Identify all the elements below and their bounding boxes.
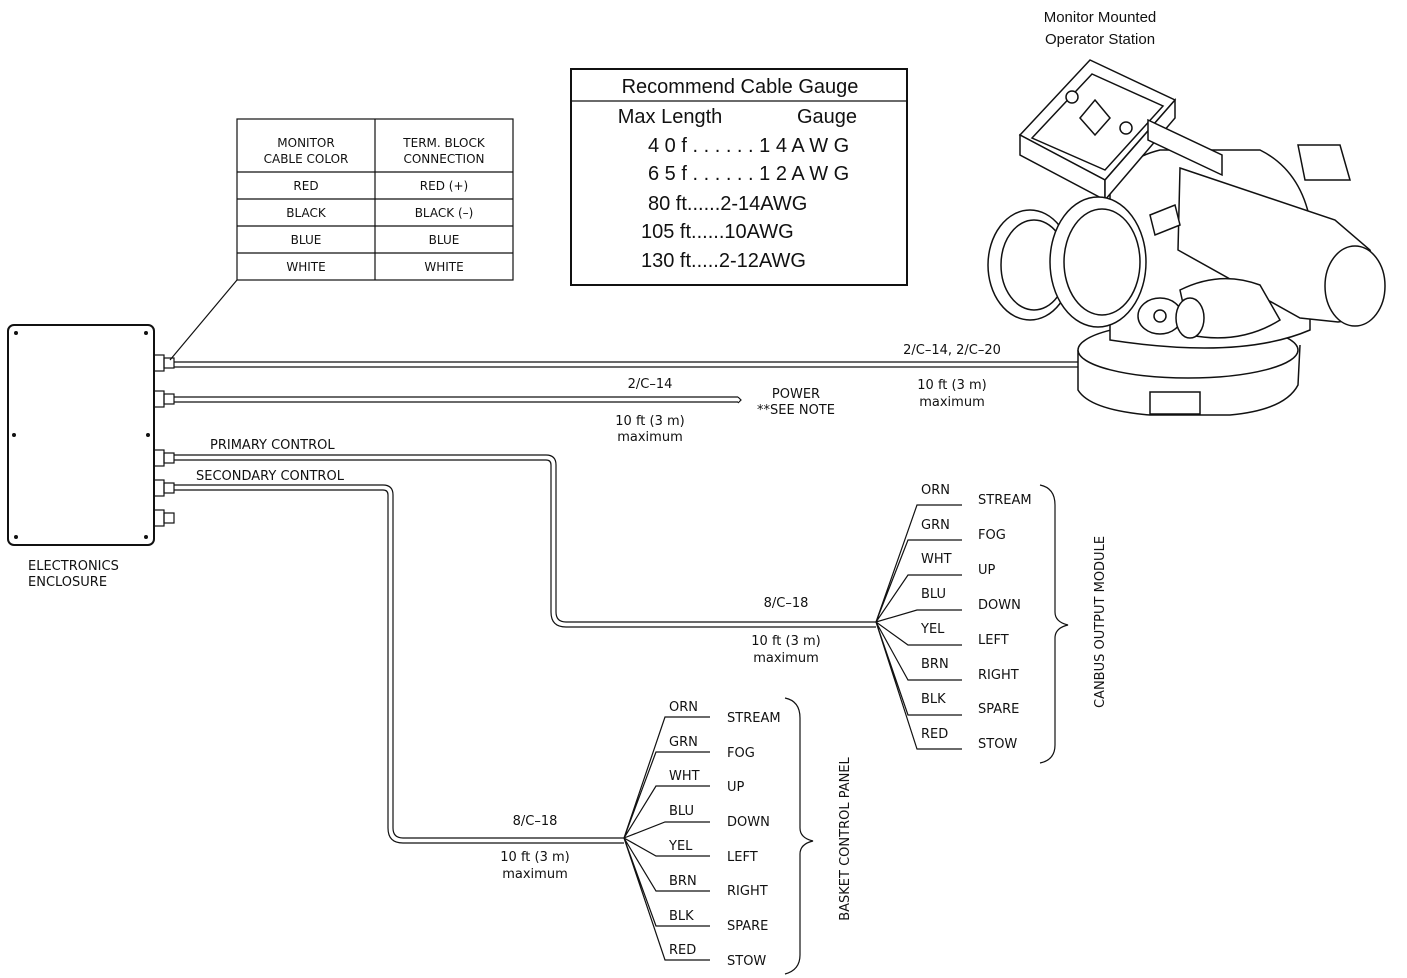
canbus-wire-color: BRN [921, 657, 949, 672]
monitor-illustration [987, 59, 1386, 416]
color-cell: BLUE [429, 233, 460, 247]
basket-wire-func: UP [727, 780, 745, 795]
canbus-wire-func: STREAM [978, 493, 1032, 508]
color-head-right: TERM. BLOCK [402, 136, 486, 150]
monitor-cable-spec: 2/C–14, 2/C–20 [903, 343, 1001, 358]
canbus-max: maximum [753, 651, 819, 666]
monitor-cable-max: maximum [919, 395, 985, 410]
power-cable-max: maximum [617, 430, 683, 445]
basket-spec: 8/C–18 [513, 814, 558, 829]
monitor-cable [174, 361, 1078, 368]
color-cell: BLACK (–) [415, 206, 474, 220]
basket-wire-color: GRN [669, 735, 698, 750]
gauge-col-gauge: Gauge [797, 106, 857, 128]
canbus-length: 10 ft (3 m) [751, 634, 820, 649]
gauge-table-title: Recommend Cable Gauge [622, 76, 859, 98]
secondary-control-cable [174, 484, 624, 844]
basket-wire-color: RED [669, 943, 696, 958]
canbus-wire-func: SPARE [978, 702, 1019, 717]
primary-control-label: PRIMARY CONTROL [210, 438, 335, 453]
gauge-col-length: Max Length [618, 106, 723, 128]
power-label: POWER [772, 387, 820, 402]
secondary-control-label: SECONDARY CONTROL [196, 469, 345, 484]
gauge-row: 105 ft......10AWG [641, 221, 794, 243]
power-cable-spec: 2/C–14 [628, 377, 673, 392]
gauge-row: 80 ft......2-14AWG [648, 193, 807, 215]
canbus-wire-color: RED [921, 727, 948, 742]
gauge-row: 130 ft.....2-12AWG [641, 250, 806, 272]
canbus-wire-func: FOG [978, 528, 1006, 543]
color-cell: RED (+) [420, 179, 468, 193]
primary-control-cable [174, 454, 876, 628]
basket-wire-func: STREAM [727, 711, 781, 726]
color-head-left: CABLE COLOR [264, 152, 349, 166]
canbus-wire-color: BLU [921, 587, 946, 602]
color-cell: WHITE [424, 260, 463, 274]
basket-wire-func: RIGHT [727, 884, 768, 899]
canbus-wire-color: YEL [920, 622, 945, 637]
basket-length: 10 ft (3 m) [500, 850, 569, 865]
enclosure-label-2: ENCLOSURE [28, 575, 107, 590]
color-head-right: CONNECTION [403, 152, 484, 166]
power-cable-length: 10 ft (3 m) [615, 414, 684, 429]
canbus-breakout [875, 484, 1069, 764]
canbus-wire-func: LEFT [978, 633, 1009, 648]
color-cell: WHITE [286, 260, 325, 274]
basket-wire-color: BLK [669, 909, 694, 924]
canbus-wire-func: RIGHT [978, 668, 1019, 683]
monitor-station-label-1: Monitor Mounted [1044, 9, 1157, 26]
electronics-enclosure [7, 324, 175, 546]
canbus-wire-color: BLK [921, 692, 946, 707]
canbus-wire-func: DOWN [978, 598, 1021, 613]
basket-wire-color: BRN [669, 874, 697, 889]
basket-wire-color: ORN [669, 700, 698, 715]
basket-wire-func: FOG [727, 746, 755, 761]
gauge-row: 4 0 f . . . . . . 1 4 A W G [648, 135, 849, 157]
power-note: **SEE NOTE [757, 403, 835, 418]
gauge-row: 6 5 f . . . . . . 1 2 A W G [648, 163, 849, 185]
power-cable [174, 396, 742, 404]
basket-breakout [623, 697, 814, 975]
color-table: MONITOR CABLE COLOR TERM. BLOCK CONNECTI… [236, 118, 514, 281]
canbus-wire-color: WHT [921, 552, 952, 567]
basket-max: maximum [502, 867, 568, 882]
canbus-wire-func: STOW [978, 737, 1017, 752]
table-leader-line [169, 279, 238, 361]
color-cell: RED [293, 179, 318, 193]
monitor-cable-length: 10 ft (3 m) [917, 378, 986, 393]
basket-wire-color: YEL [668, 839, 693, 854]
basket-wire-color: WHT [669, 769, 700, 784]
canbus-wire-func: UP [978, 563, 996, 578]
basket-wire-color: BLU [669, 804, 694, 819]
color-head-left: MONITOR [277, 136, 334, 150]
basket-wire-func: LEFT [727, 850, 758, 865]
canbus-wire-color: ORN [921, 483, 950, 498]
monitor-station-label-2: Operator Station [1045, 31, 1155, 48]
basket-wire-func: STOW [727, 954, 766, 969]
gauge-table: Recommend Cable Gauge Max Length Gauge 4… [570, 68, 908, 286]
basket-wire-func: SPARE [727, 919, 768, 934]
canbus-wire-color: GRN [921, 518, 950, 533]
color-cell: BLACK [286, 206, 327, 220]
color-cell: BLUE [291, 233, 322, 247]
basket-wire-func: DOWN [727, 815, 770, 830]
canbus-module-label: CANBUS OUTPUT MODULE [1093, 536, 1108, 708]
basket-module-label: BASKET CONTROL PANEL [838, 756, 853, 920]
enclosure-label-1: ELECTRONICS [28, 559, 119, 574]
canbus-spec: 8/C–18 [764, 596, 809, 611]
